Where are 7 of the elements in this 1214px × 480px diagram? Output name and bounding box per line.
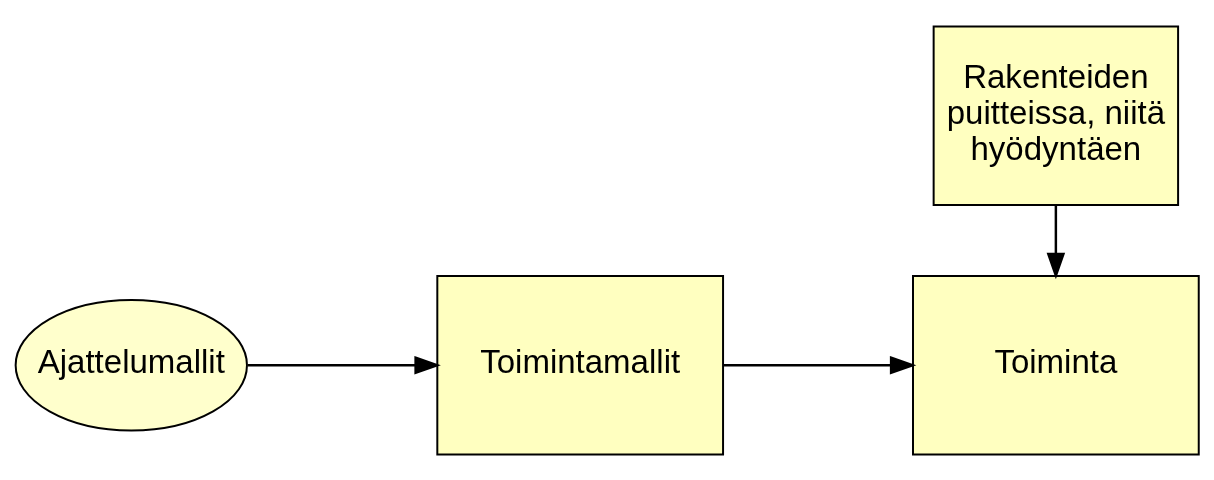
node-box: Rakenteiden puitteissa, niitä hyödyntäen: [932, 25, 1180, 206]
arrow: [723, 355, 917, 374]
node-box: Toimintamallit: [436, 274, 725, 455]
arrow: [1046, 204, 1066, 279]
node-ellipse: Ajattelumallit: [14, 298, 248, 431]
node-box: Toiminta: [912, 274, 1200, 455]
arrow: [247, 355, 441, 374]
